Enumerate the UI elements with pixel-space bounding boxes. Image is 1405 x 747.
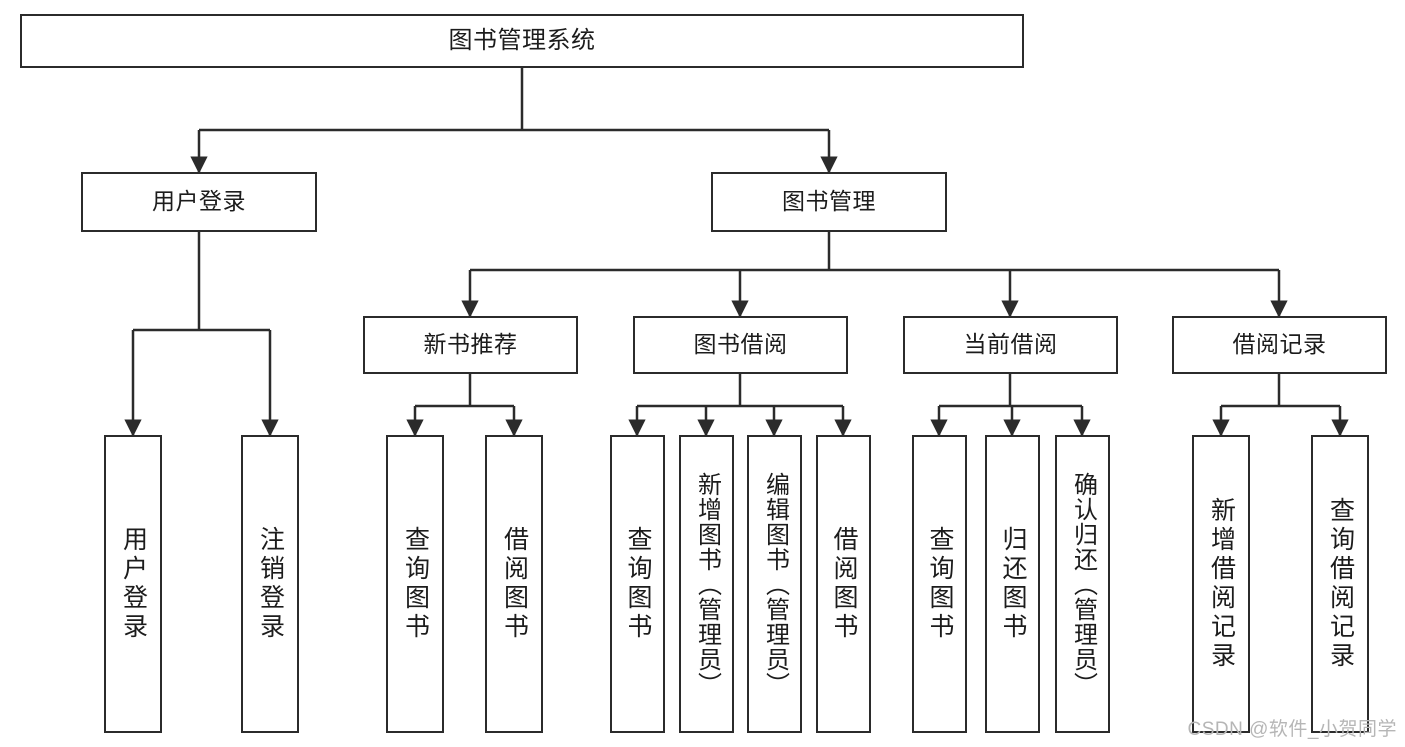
node-leaf-query-book-borrow[interactable]: 查询图书 bbox=[610, 435, 665, 733]
node-root[interactable]: 图书管理系统 bbox=[20, 14, 1024, 68]
node-leaf-query-borrow-record-label: 查询借阅记录 bbox=[1326, 497, 1355, 671]
node-leaf-query-book-rec[interactable]: 查询图书 bbox=[386, 435, 444, 733]
node-leaf-return-book[interactable]: 归还图书 bbox=[985, 435, 1040, 733]
node-leaf-edit-book-admin-label: 编辑图书（管理员） bbox=[761, 471, 789, 697]
node-book-borrow[interactable]: 图书借阅 bbox=[633, 316, 848, 374]
node-book-manage-label: 图书管理 bbox=[782, 188, 876, 215]
node-leaf-user-logout[interactable]: 注销登录 bbox=[241, 435, 299, 733]
node-borrow-record-label: 借阅记录 bbox=[1232, 331, 1327, 358]
node-book-manage[interactable]: 图书管理 bbox=[711, 172, 947, 232]
node-leaf-user-login[interactable]: 用户登录 bbox=[104, 435, 162, 733]
node-leaf-confirm-return-admin[interactable]: 确认归还（管理员） bbox=[1055, 435, 1110, 733]
node-leaf-add-book-admin[interactable]: 新增图书（管理员） bbox=[679, 435, 734, 733]
node-leaf-query-book-borrow-label: 查询图书 bbox=[624, 526, 652, 642]
node-root-label: 图书管理系统 bbox=[448, 26, 596, 54]
node-leaf-borrow-book-rec[interactable]: 借阅图书 bbox=[485, 435, 543, 733]
node-borrow-record[interactable]: 借阅记录 bbox=[1172, 316, 1387, 374]
node-leaf-edit-book-admin[interactable]: 编辑图书（管理员） bbox=[747, 435, 802, 733]
node-leaf-add-book-admin-label: 新增图书（管理员） bbox=[693, 471, 721, 697]
watermark-text: CSDN @软件_小贺同学 bbox=[1187, 719, 1397, 740]
node-leaf-return-book-label: 归还图书 bbox=[999, 526, 1027, 642]
node-leaf-confirm-return-admin-label: 确认归还（管理员） bbox=[1069, 471, 1097, 697]
node-leaf-user-logout-label: 注销登录 bbox=[256, 526, 285, 642]
node-current-borrow-label: 当前借阅 bbox=[963, 331, 1058, 358]
node-leaf-borrow-book[interactable]: 借阅图书 bbox=[816, 435, 871, 733]
node-new-book-rec-label: 新书推荐 bbox=[423, 331, 518, 358]
node-new-book-rec[interactable]: 新书推荐 bbox=[363, 316, 578, 374]
node-leaf-query-book-current[interactable]: 查询图书 bbox=[912, 435, 967, 733]
node-leaf-add-borrow-record[interactable]: 新增借阅记录 bbox=[1192, 435, 1250, 733]
node-current-borrow[interactable]: 当前借阅 bbox=[903, 316, 1118, 374]
node-user-login[interactable]: 用户登录 bbox=[81, 172, 317, 232]
node-leaf-borrow-book-rec-label: 借阅图书 bbox=[500, 526, 529, 642]
node-leaf-query-book-rec-label: 查询图书 bbox=[401, 526, 430, 642]
node-user-login-label: 用户登录 bbox=[152, 188, 246, 215]
node-book-borrow-label: 图书借阅 bbox=[693, 331, 788, 358]
node-leaf-query-borrow-record[interactable]: 查询借阅记录 bbox=[1311, 435, 1369, 733]
node-leaf-user-login-label: 用户登录 bbox=[119, 526, 148, 642]
node-leaf-add-borrow-record-label: 新增借阅记录 bbox=[1207, 497, 1236, 671]
node-leaf-query-book-current-label: 查询图书 bbox=[926, 526, 954, 642]
node-leaf-borrow-book-label: 借阅图书 bbox=[830, 526, 858, 642]
